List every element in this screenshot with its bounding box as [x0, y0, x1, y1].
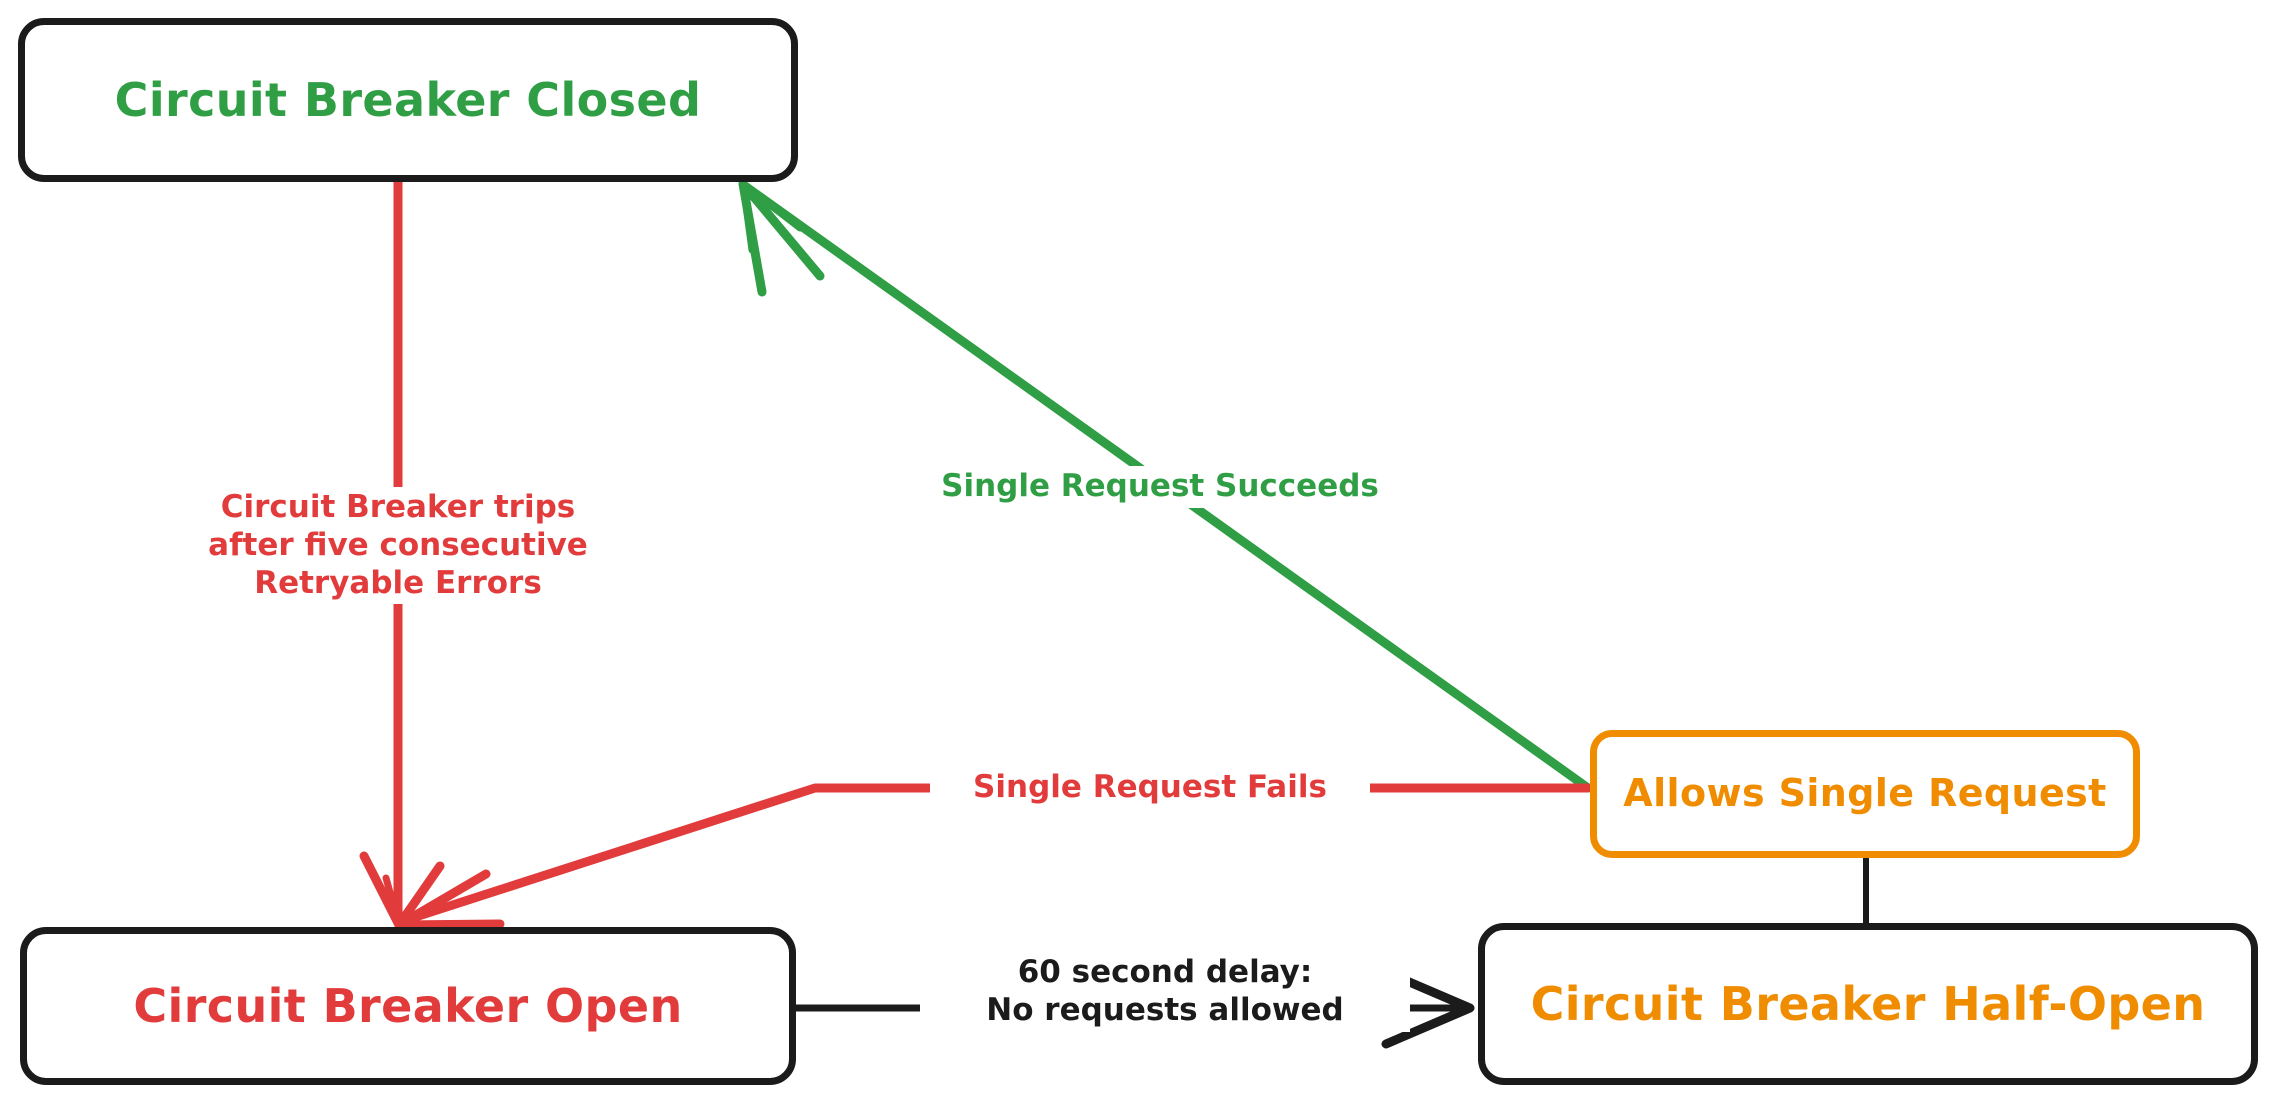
- node-circuit-breaker-closed[interactable]: Circuit Breaker Closed: [18, 18, 798, 182]
- node-circuit-breaker-open[interactable]: Circuit Breaker Open: [20, 927, 796, 1085]
- node-label-half-open: Circuit Breaker Half-Open: [1530, 976, 2206, 1031]
- node-allows-single-request[interactable]: Allows Single Request: [1590, 730, 2140, 858]
- node-label-allows-single-request: Allows Single Request: [1623, 771, 2107, 816]
- edge-label-allows-to-closed: Single Request Succeeds: [910, 466, 1410, 508]
- edge-label-allows-to-open: Single Request Fails: [930, 767, 1370, 809]
- node-circuit-breaker-half-open[interactable]: Circuit Breaker Half-Open: [1478, 923, 2258, 1085]
- edge-label-open-to-half-open: 60 second delay: No requests allowed: [920, 952, 1410, 1032]
- node-label-open: Circuit Breaker Open: [133, 978, 683, 1033]
- edge-label-closed-to-open: Circuit Breaker trips after five consecu…: [148, 487, 648, 605]
- node-label-closed: Circuit Breaker Closed: [114, 72, 702, 127]
